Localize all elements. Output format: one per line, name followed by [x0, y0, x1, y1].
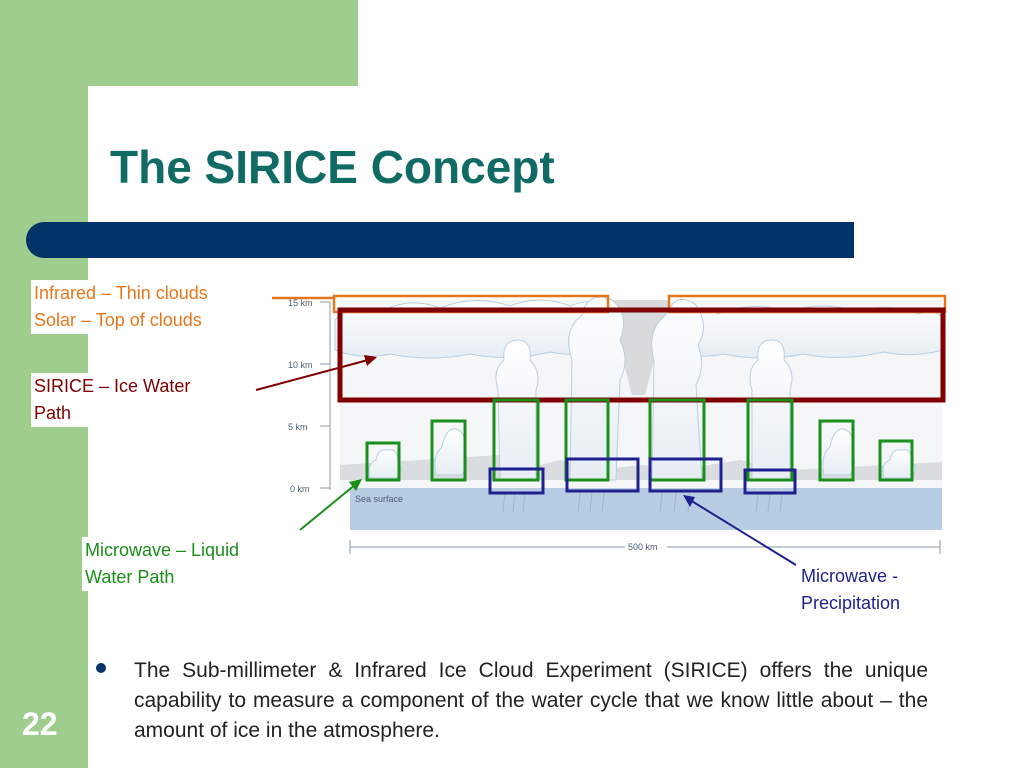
- bullet-point-icon: [96, 663, 106, 673]
- microwave-liquid-boxes: [365, 398, 914, 482]
- mw-liquid-label-line2: Water Path: [85, 567, 175, 587]
- microwave-precip-callout: Microwave - Precipitation: [798, 563, 904, 617]
- cumulus-cloud-3: [822, 428, 856, 476]
- title-underline-bar: [26, 222, 854, 258]
- slide-title: The SIRICE Concept: [110, 141, 555, 193]
- infrared-label: Infrared – Thin clouds: [34, 283, 208, 303]
- microwave-precip-boxes: [488, 457, 797, 495]
- mw-precip-label-line2: Precipitation: [801, 593, 901, 613]
- tower-cloud-3: [651, 298, 704, 481]
- scale-label-background: [625, 541, 667, 553]
- anvil-cloud-right: [667, 305, 944, 359]
- microwave-liquid-callout-arrow: [299, 483, 357, 531]
- sirice-callout: SIRICE – Ice Water Path: [31, 373, 194, 427]
- infrared-solar-callout: Infrared – Thin clouds Solar – Top of cl…: [31, 280, 211, 334]
- sea-surface: [350, 488, 942, 530]
- microwave-liquid-arrow-head: [349, 479, 362, 491]
- sirice-label-line2: Path: [34, 403, 72, 423]
- microwave-liquid-callout: Microwave – Liquid Water Path: [82, 537, 243, 591]
- mw-liquid-label-line1: Microwave – Liquid: [85, 540, 240, 560]
- precipitation-streaks: [502, 491, 783, 513]
- sirice-ice-water-path-box: [337, 307, 946, 403]
- sirice-arrow-head: [364, 355, 377, 366]
- altitude-label-5: 5 km: [288, 422, 308, 432]
- mw-precip-label-line1: Microwave -: [801, 566, 899, 586]
- bullet-text: The Sub-millimeter & Infrared Ice Cloud …: [134, 659, 928, 742]
- cumulus-cloud-1: [368, 449, 402, 479]
- altitude-label-0: 0 km: [290, 484, 310, 494]
- page-number: 22: [22, 706, 58, 742]
- microwave-precip-callout-arrow: [689, 499, 797, 566]
- tower-cloud-4: [749, 339, 793, 481]
- altitude-label-10: 10 km: [288, 360, 313, 370]
- microwave-precip-arrow-head: [683, 495, 695, 507]
- sirice-callout-arrow: [255, 359, 369, 391]
- cumulus-cloud-2: [434, 428, 468, 476]
- altitude-label-15: 15 km: [288, 298, 313, 308]
- sea-surface-label: Sea surface: [355, 494, 403, 504]
- top-green-band: [0, 0, 358, 86]
- sirice-label-line1: SIRICE – Ice Water: [34, 376, 191, 396]
- tower-cloud-1: [495, 339, 539, 481]
- solar-label: Solar – Top of clouds: [34, 310, 202, 330]
- cumulus-cloud-4: [882, 449, 916, 479]
- scale-label: 500 km: [628, 542, 658, 552]
- tower-cloud-2: [568, 296, 626, 481]
